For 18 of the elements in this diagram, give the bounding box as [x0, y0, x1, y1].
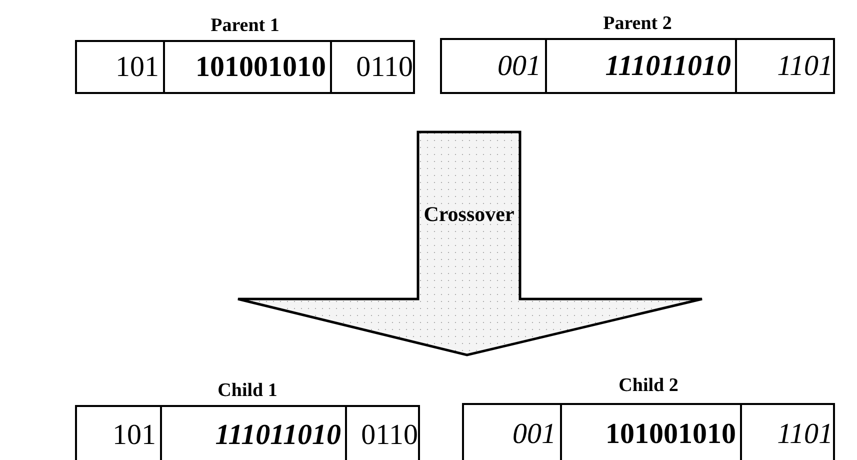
gene-bits: 111011010	[605, 50, 731, 82]
gene-bits: 1101	[777, 418, 833, 450]
gene-bits: 111011010	[215, 418, 341, 452]
gene-bits: 001	[512, 418, 556, 450]
gene-bits: 0110	[361, 418, 418, 452]
gene-bits: 101	[112, 418, 156, 452]
box-heading: Child 1	[218, 380, 278, 402]
gene-bits: 101001010	[606, 418, 736, 450]
crossover-arrow	[236, 130, 704, 358]
box-heading: Child 2	[618, 375, 678, 397]
gene-bits: 001	[498, 50, 541, 82]
gene-bits: 0110	[356, 50, 413, 84]
gene-bits: 101	[116, 50, 159, 84]
gene-bits: 101001010	[196, 50, 326, 84]
arrow-label: Crossover	[422, 202, 516, 227]
box-heading: Parent 2	[603, 13, 672, 35]
box-heading: Parent 1	[210, 15, 280, 37]
gene-bits: 1101	[777, 50, 833, 82]
